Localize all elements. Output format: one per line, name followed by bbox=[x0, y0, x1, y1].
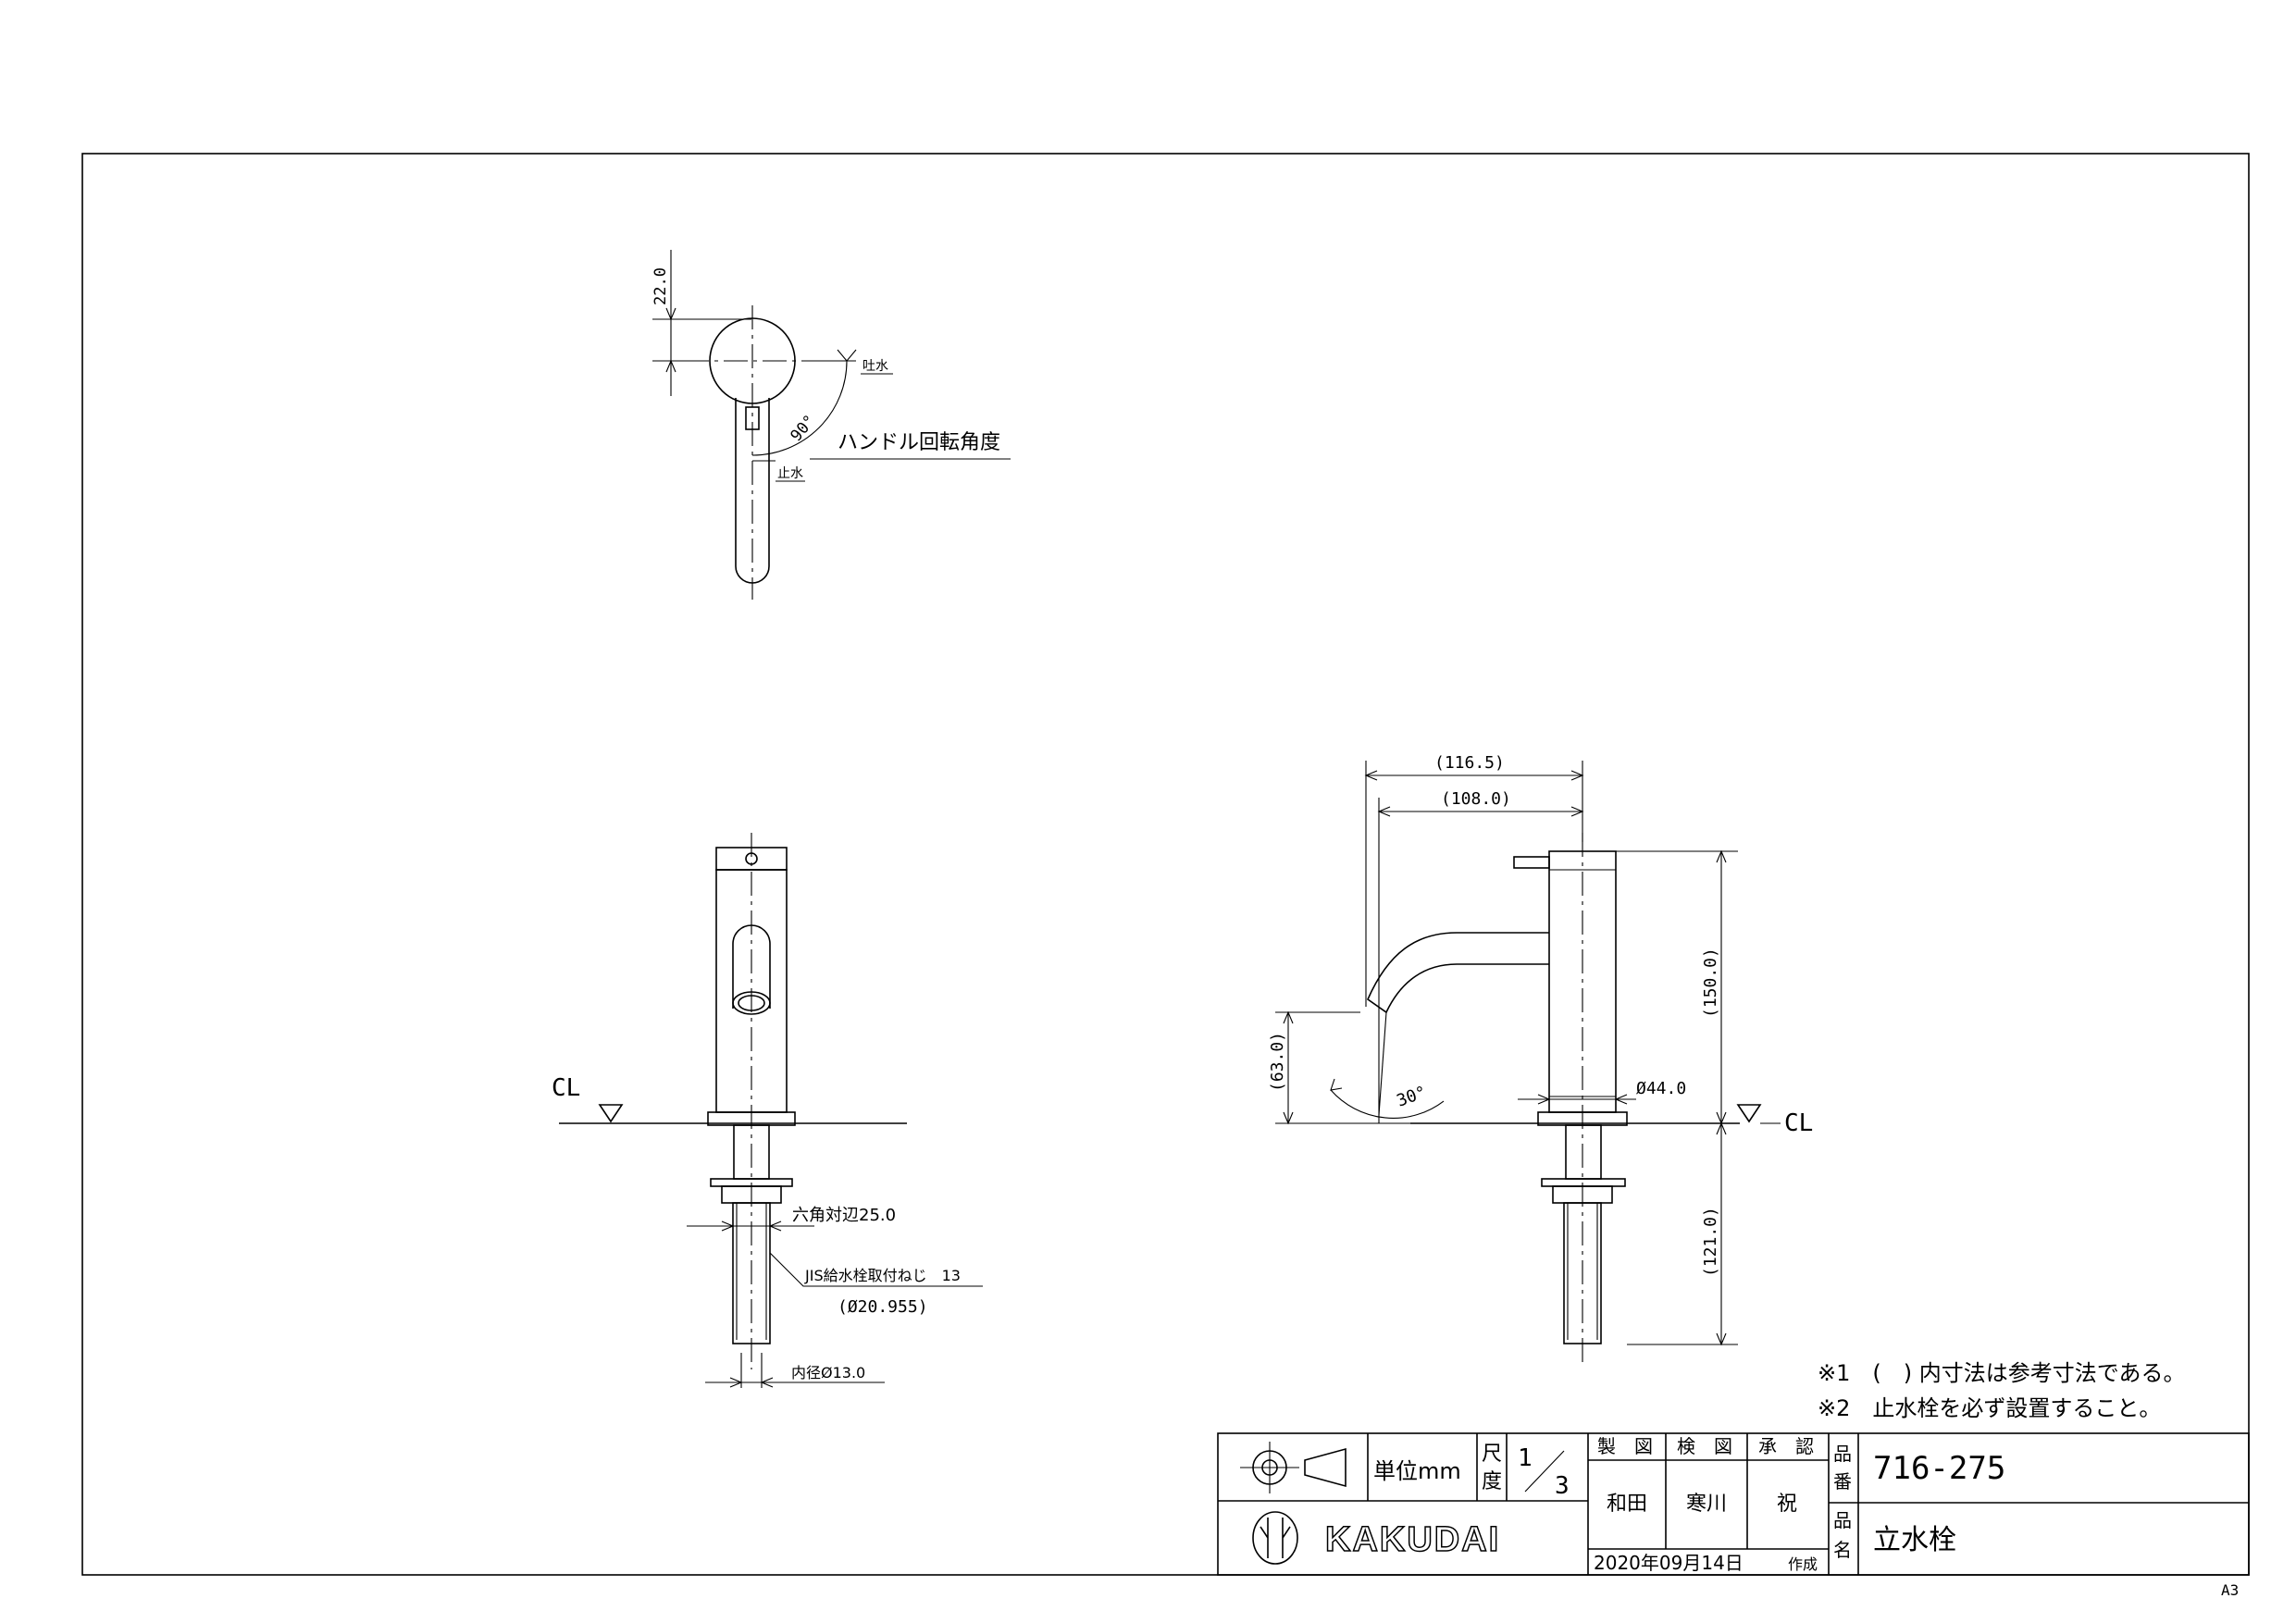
title-block: 単位mm 尺 度 1 3 製 図 検 図 承 認 和田 寒川 祝 品 番 716… bbox=[1217, 1432, 2250, 1576]
side-view-dia-44: Ø44.0 bbox=[1636, 1079, 1686, 1098]
top-view-outlet-label: 吐水 bbox=[863, 359, 888, 374]
name-label-2: 名 bbox=[1833, 1539, 1852, 1561]
scale-label-2: 度 bbox=[1482, 1470, 1502, 1493]
svg-text:KAKUDAI: KAKUDAI bbox=[1325, 1520, 1500, 1559]
third-angle-projection-icon bbox=[1240, 1442, 1347, 1493]
unit-label: 単位mm bbox=[1373, 1458, 1461, 1484]
part-no-label-1: 品 bbox=[1833, 1443, 1852, 1465]
side-view-angle: 30° bbox=[1395, 1083, 1430, 1111]
side-view-dim-121: (121.0) bbox=[1701, 1207, 1720, 1277]
side-view-dim-150: (150.0) bbox=[1701, 948, 1720, 1018]
top-view-dim-22: 22.0 bbox=[652, 267, 670, 305]
date: 2020年09月14日 bbox=[1594, 1552, 1744, 1574]
checked-header: 検 図 bbox=[1677, 1435, 1732, 1457]
approved-by: 祝 bbox=[1777, 1493, 1797, 1516]
top-view: 22.0 吐水 90° 止水 ハンドル回転角度 bbox=[652, 250, 1011, 600]
part-no-label-2: 番 bbox=[1833, 1470, 1852, 1493]
front-view-cl: CL bbox=[552, 1074, 580, 1102]
side-view-cl: CL bbox=[1784, 1109, 1813, 1137]
front-view-thread-dia: (Ø20.955) bbox=[838, 1297, 928, 1317]
note-2: ※2 止水栓を必ず設置すること。 bbox=[1818, 1395, 2161, 1421]
part-number: 716-275 bbox=[1873, 1450, 2005, 1487]
note-1: ※1 ( ) 内寸法は参考寸法である。 bbox=[1818, 1360, 2186, 1386]
top-view-angle: 90° bbox=[788, 412, 820, 445]
kakudai-logo: KAKUDAI bbox=[1252, 1511, 1500, 1565]
drawing-frame bbox=[81, 153, 2250, 1576]
created-label: 作成 bbox=[1788, 1555, 1818, 1573]
side-view-dim-116: (116.5) bbox=[1434, 753, 1505, 773]
drawn-header: 製 図 bbox=[1597, 1435, 1653, 1457]
drawn-by: 和田 bbox=[1607, 1493, 1647, 1516]
side-view-spout bbox=[1367, 932, 1549, 1014]
front-view-hex-dim: 六角対辺25.0 bbox=[792, 1206, 896, 1225]
top-view-handle-note: ハンドル回転角度 bbox=[838, 431, 1000, 454]
approved-header: 承 認 bbox=[1758, 1435, 1814, 1457]
front-view: CL 六角対辺25.0 JIS給水栓取付ねじ 13 (Ø20.955) 内径Ø1… bbox=[552, 833, 983, 1388]
front-view-thread-note: JIS給水栓取付ねじ 13 bbox=[804, 1267, 961, 1284]
product-name: 立水栓 bbox=[1873, 1524, 1956, 1556]
top-view-stop-label: 止水 bbox=[777, 466, 803, 481]
side-view-handle-pin bbox=[1513, 856, 1550, 869]
scale-denominator: 3 bbox=[1555, 1472, 1570, 1500]
side-view-dim-108: (108.0) bbox=[1441, 789, 1511, 809]
side-view-washer bbox=[1541, 1178, 1626, 1187]
side-view: (116.5) (108.0) (150.0) (121.0) (63.0) 3… bbox=[1268, 753, 1813, 1365]
side-view-dim-63: (63.0) bbox=[1268, 1032, 1287, 1092]
sheet-size: A3 bbox=[2221, 1581, 2239, 1599]
name-label-1: 品 bbox=[1833, 1509, 1852, 1531]
front-view-inner-dia: 内径Ø13.0 bbox=[791, 1364, 865, 1381]
scale-numerator: 1 bbox=[1518, 1444, 1533, 1472]
scale-label-1: 尺 bbox=[1482, 1443, 1502, 1466]
checked-by: 寒川 bbox=[1686, 1493, 1727, 1516]
